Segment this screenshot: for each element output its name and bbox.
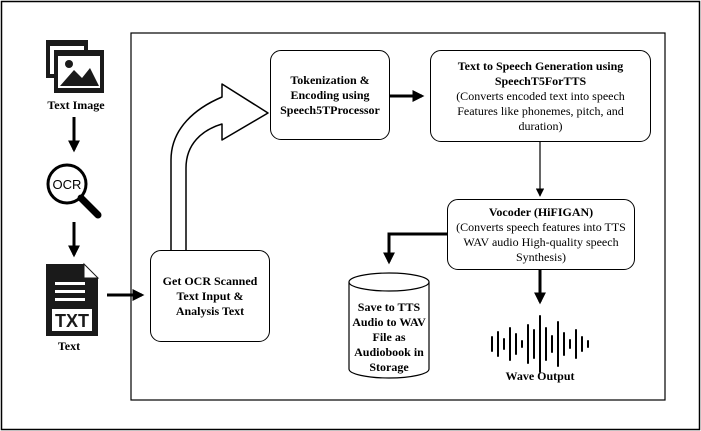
- vocoder-title: Vocoder (HiFIGAN): [488, 204, 594, 219]
- vocoder-description: (Converts speech features into TTS WAV a…: [456, 219, 626, 264]
- pipeline-frame: [130, 32, 666, 401]
- wave-output-label: Wave Output: [505, 369, 575, 383]
- tokenization-text: Tokenization & Encoding using Speech5TPr…: [280, 72, 380, 117]
- txt-file-icon: TXT: [46, 262, 100, 336]
- vocoder-node: Vocoder (HiFIGAN) (Converts speech featu…: [447, 199, 635, 270]
- storage-text: Save to TTS Audio to WAV File as Audiobo…: [352, 300, 426, 374]
- ocr-input-node: Get OCR Scanned Text Input & Analysis Te…: [150, 250, 270, 342]
- txt-icon-text: TXT: [55, 311, 89, 331]
- text-image-label: Text Image: [47, 98, 105, 112]
- ocr-magnifier-icon: OCR: [46, 163, 102, 219]
- text-label: Text: [57, 339, 81, 353]
- waveform-icon: [491, 315, 589, 373]
- image-icon: [46, 40, 104, 93]
- tokenization-node: Tokenization & Encoding using Speech5TPr…: [270, 50, 390, 140]
- tts-node: Text to Speech Generation using SpeechT5…: [430, 50, 651, 142]
- arrow-vocoder-to-storage: [383, 232, 447, 265]
- curved-block-arrow: [170, 83, 269, 252]
- storage-cylinder: [348, 272, 430, 379]
- ocr-input-text: Get OCR Scanned Text Input & Analysis Te…: [162, 273, 258, 318]
- tts-description: (Converts encoded text into speech Featu…: [456, 88, 625, 133]
- ocr-icon-text: OCR: [53, 177, 82, 192]
- tts-title: Text to Speech Generation using SpeechT5…: [457, 58, 624, 88]
